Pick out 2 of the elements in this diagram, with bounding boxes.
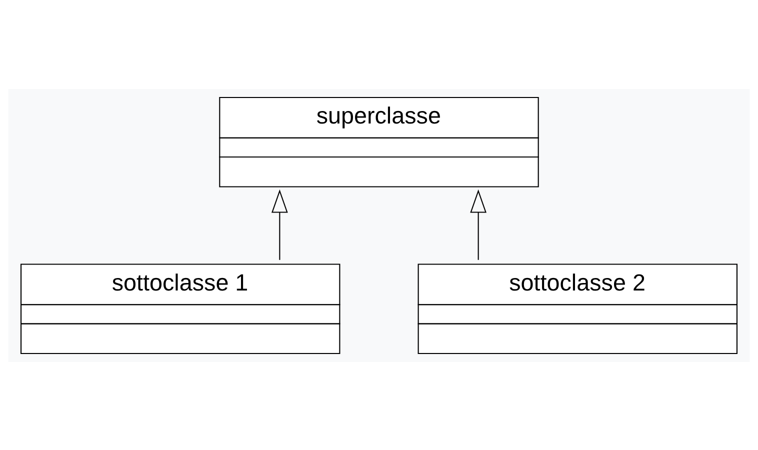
arrow xyxy=(272,188,288,260)
arrow xyxy=(470,188,486,260)
